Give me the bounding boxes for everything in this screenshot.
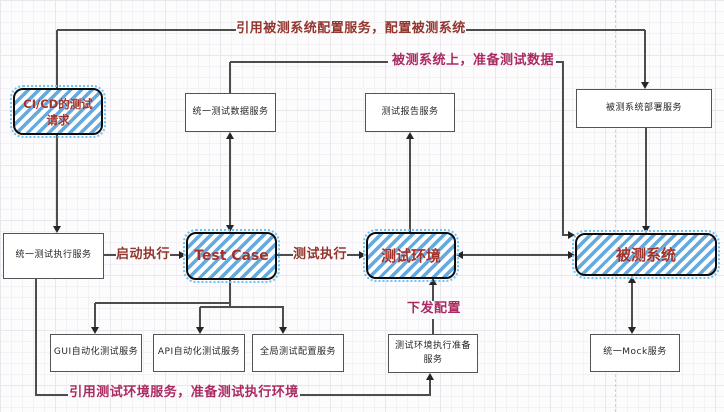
connector-segment <box>35 394 68 396</box>
node-gui-auto-test-service[interactable]: GUI自动化测试服务 <box>50 334 142 372</box>
connector-segment <box>644 30 646 83</box>
connector-segment <box>35 279 37 395</box>
connector-segment <box>562 62 564 235</box>
connector-segment <box>466 29 645 31</box>
arrowhead <box>226 225 234 232</box>
arrowhead <box>426 373 434 380</box>
connector-segment <box>462 254 569 256</box>
connector-segment <box>199 307 201 328</box>
connector-segment <box>300 394 431 396</box>
node-sut[interactable]: 被测系统 <box>572 230 720 279</box>
node-global-test-config-service[interactable]: 全局测试配置服务 <box>252 334 344 372</box>
edge-label-configure-sut[interactable]: 引用被测系统配置服务，配置被测系统 <box>236 21 466 36</box>
connector-segment <box>282 307 284 328</box>
arrowhead <box>568 231 575 239</box>
edge-label-start-execution[interactable]: 启动执行 <box>115 247 170 262</box>
node-label: Test Case <box>194 248 269 264</box>
node-api-auto-test-service[interactable]: API自动化测试服务 <box>153 334 245 372</box>
node-cicd-request[interactable]: CI/CD的测试 请求 <box>10 85 106 138</box>
page-boundary-line <box>615 0 616 412</box>
arrowhead <box>196 327 204 334</box>
connector-segment <box>432 283 434 301</box>
arrowhead <box>628 327 636 334</box>
connector-segment <box>56 135 58 227</box>
connector-segment <box>200 306 284 308</box>
connector-segment <box>170 254 180 256</box>
arrowhead <box>359 251 366 259</box>
arrowhead <box>642 226 650 233</box>
node-label: CI/CD的测试 请求 <box>23 96 93 127</box>
connector-segment <box>347 254 360 256</box>
connector-segment <box>409 138 411 232</box>
node-test-report-service[interactable]: 测试报告服务 <box>365 93 455 132</box>
connector-segment <box>631 282 633 328</box>
connector-segment <box>229 62 231 93</box>
node-label: 全局测试配置服务 <box>259 347 336 358</box>
connector-segment <box>645 128 647 227</box>
node-label: API自动化测试服务 <box>157 347 241 358</box>
connector-segment <box>562 234 570 236</box>
connector-segment <box>556 61 564 63</box>
edge-label-dispatch-config[interactable]: 下发配置 <box>406 301 461 316</box>
node-test-env[interactable]: 测试环境 <box>363 229 459 282</box>
node-unified-test-exec-service[interactable]: 统一测试执行服务 <box>3 233 104 279</box>
connector-segment <box>94 303 96 328</box>
node-label: 测试环境执行准备服务 <box>394 341 471 365</box>
arrowhead <box>226 132 234 139</box>
arrowhead <box>91 327 99 334</box>
arrowhead <box>429 278 437 285</box>
connector-segment <box>277 254 293 256</box>
arrowhead <box>628 276 636 283</box>
connector-segment <box>104 254 116 256</box>
node-label: 测试环境 <box>380 247 441 265</box>
connector-segment <box>432 319 434 334</box>
node-label: GUI自动化测试服务 <box>53 347 139 358</box>
node-unified-test-data-service[interactable]: 统一测试数据服务 <box>185 93 276 132</box>
connector-segment <box>229 138 231 227</box>
node-label: 统一Mock服务 <box>603 347 667 358</box>
node-label: 统一测试执行服务 <box>15 250 92 261</box>
node-test-case[interactable]: Test Case <box>183 229 280 283</box>
arrowhead <box>53 226 61 233</box>
arrowhead <box>406 132 414 139</box>
connector-segment <box>56 30 58 88</box>
arrowhead <box>568 251 575 259</box>
node-label: 被测系统部署服务 <box>605 102 682 113</box>
edge-label-prepare-test-data[interactable]: 被测系统上，准备测试数据 <box>391 53 554 68</box>
node-label: 被测系统 <box>615 246 676 264</box>
connector-segment <box>229 280 231 308</box>
edge-label-prepare-exec-env[interactable]: 引用测试环境服务，准备测试执行环境 <box>69 385 299 400</box>
node-sut-deploy-service[interactable]: 被测系统部署服务 <box>576 89 712 128</box>
arrowhead <box>279 327 287 334</box>
edge-label-test-execution[interactable]: 测试执行 <box>292 247 347 262</box>
node-unified-mock-service[interactable]: 统一Mock服务 <box>590 334 680 372</box>
node-label: 统一测试数据服务 <box>192 106 269 117</box>
arrowhead <box>641 82 649 89</box>
arrowhead <box>179 251 186 259</box>
connector-segment <box>230 61 388 63</box>
connector-segment <box>95 302 231 304</box>
node-env-exec-prep-service[interactable]: 测试环境执行准备服务 <box>388 334 478 373</box>
connector-segment <box>429 380 431 395</box>
node-label: 测试报告服务 <box>381 106 439 117</box>
arrowhead <box>456 251 463 259</box>
connector-segment <box>57 29 236 31</box>
